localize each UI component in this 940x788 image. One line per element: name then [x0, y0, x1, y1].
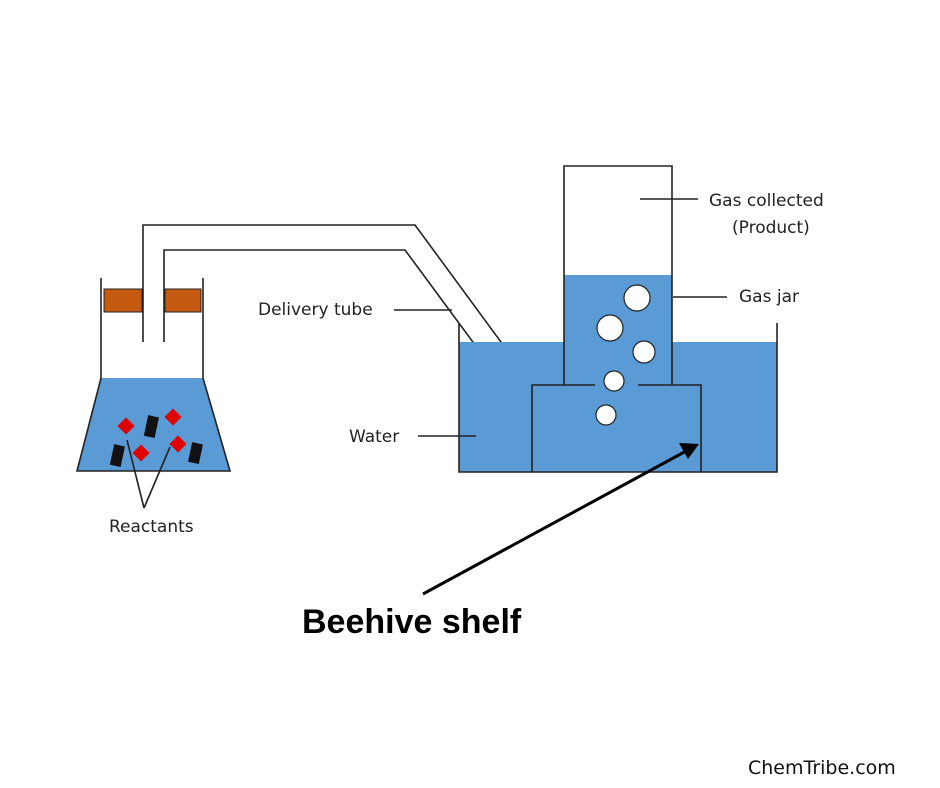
- gas-bubble: [596, 314, 624, 342]
- label-water: Water: [349, 427, 399, 447]
- trough-water: [459, 342, 777, 472]
- flask-stopper-right: [164, 288, 202, 313]
- gas-bubble: [603, 370, 625, 392]
- leader-reactants-1: [126, 439, 145, 509]
- label-delivery-tube: Delivery tube: [258, 300, 373, 320]
- leader-lines: [126, 198, 727, 509]
- reactant-diamond: [169, 435, 187, 453]
- credit-text: ChemTribe.com: [748, 757, 896, 779]
- reactant-particles: [109, 408, 203, 468]
- gas-bubble: [632, 340, 656, 364]
- label-product: (Product): [732, 218, 810, 238]
- arrow-shaft: [422, 448, 689, 596]
- reactant-diamond: [117, 417, 135, 435]
- label-gas-collected: Gas collected: [709, 191, 824, 211]
- reactant-block: [143, 415, 159, 439]
- conical-flask: [75, 278, 232, 472]
- arrow-head-icon: [679, 443, 699, 459]
- leader-reactants-2: [143, 446, 171, 509]
- gas-bubbles: [595, 284, 656, 426]
- flask-stopper-left: [103, 288, 143, 313]
- reactant-diamond: [164, 408, 182, 426]
- beehive-shelf: [531, 384, 702, 472]
- label-beehive-shelf: Beehive shelf: [302, 603, 522, 641]
- label-reactants: Reactants: [109, 517, 194, 537]
- reactant-block: [109, 444, 125, 468]
- beehive-arrow: [422, 443, 699, 596]
- reactant-block: [188, 442, 203, 465]
- gas-bubble: [623, 284, 651, 312]
- water-trough: [458, 323, 778, 473]
- label-gas-jar: Gas jar: [739, 287, 799, 307]
- gas-bubble: [595, 404, 617, 426]
- reactant-diamond: [132, 444, 150, 462]
